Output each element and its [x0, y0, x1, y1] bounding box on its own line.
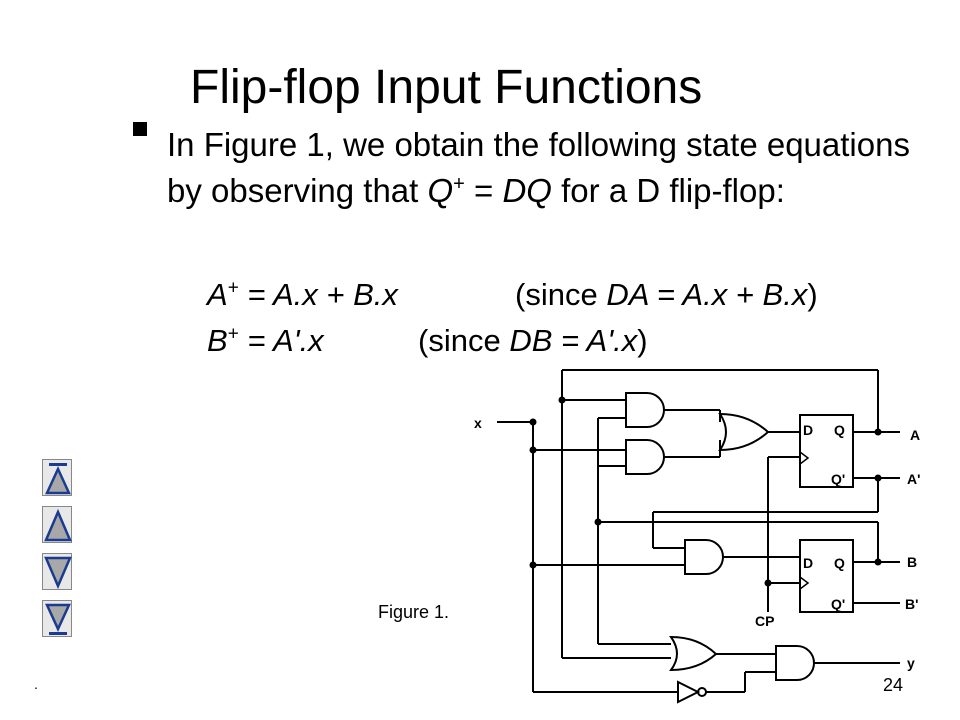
- and-gate-1: [625, 392, 665, 428]
- figure-caption: Figure 1.: [378, 602, 450, 622]
- label-a-bar: A': [907, 471, 920, 487]
- label-b: B: [907, 554, 917, 570]
- or-gate-2: [669, 635, 718, 672]
- last-slide-icon: [45, 603, 71, 635]
- ff1-d-label: D: [803, 422, 813, 438]
- flip-flop-a: [799, 414, 854, 488]
- and-gate-2: [625, 439, 665, 475]
- previous-icon: [44, 508, 72, 542]
- equation-b-note: (since DB = A'.x): [418, 323, 648, 358]
- previous-slide-button[interactable]: [42, 506, 72, 543]
- inverter-gate: [677, 680, 701, 704]
- slide-title: Flip-flop Input Functions: [190, 61, 703, 114]
- flip-flop-b: [799, 539, 854, 613]
- junction-dots: [529, 396, 882, 587]
- corner-mark: .: [34, 676, 38, 692]
- and-gate-4: [775, 645, 815, 681]
- ff2-qbar-label: Q': [831, 596, 845, 612]
- bullet-text: In Figure 1, we obtain the following sta…: [167, 126, 910, 209]
- label-cp: CP: [755, 613, 774, 629]
- equation-b-lhs: B+ = A'.x: [207, 323, 324, 358]
- or-gate-1: [718, 412, 770, 452]
- next-slide-button[interactable]: [42, 553, 72, 590]
- label-x: x: [474, 415, 482, 431]
- next-icon: [44, 556, 72, 590]
- page-number: 24: [883, 675, 904, 695]
- label-b-bar: B': [905, 596, 918, 612]
- ff2-d-label: D: [803, 555, 813, 571]
- label-a: A: [910, 427, 920, 443]
- and-gate-3: [684, 539, 724, 575]
- equation-a-note: (since DA = A.x + B.x): [515, 277, 818, 312]
- last-slide-button[interactable]: [42, 600, 72, 637]
- first-slide-icon: [45, 463, 71, 495]
- first-slide-button[interactable]: [42, 459, 72, 496]
- ff1-qbar-label: Q': [831, 471, 845, 487]
- equation-a-lhs: A+ = A.x + B.x: [207, 277, 398, 312]
- bullet-square-icon: [133, 122, 147, 136]
- ff1-q-label: Q: [834, 422, 845, 438]
- ff2-q-label: Q: [834, 555, 845, 571]
- label-y: y: [907, 655, 915, 671]
